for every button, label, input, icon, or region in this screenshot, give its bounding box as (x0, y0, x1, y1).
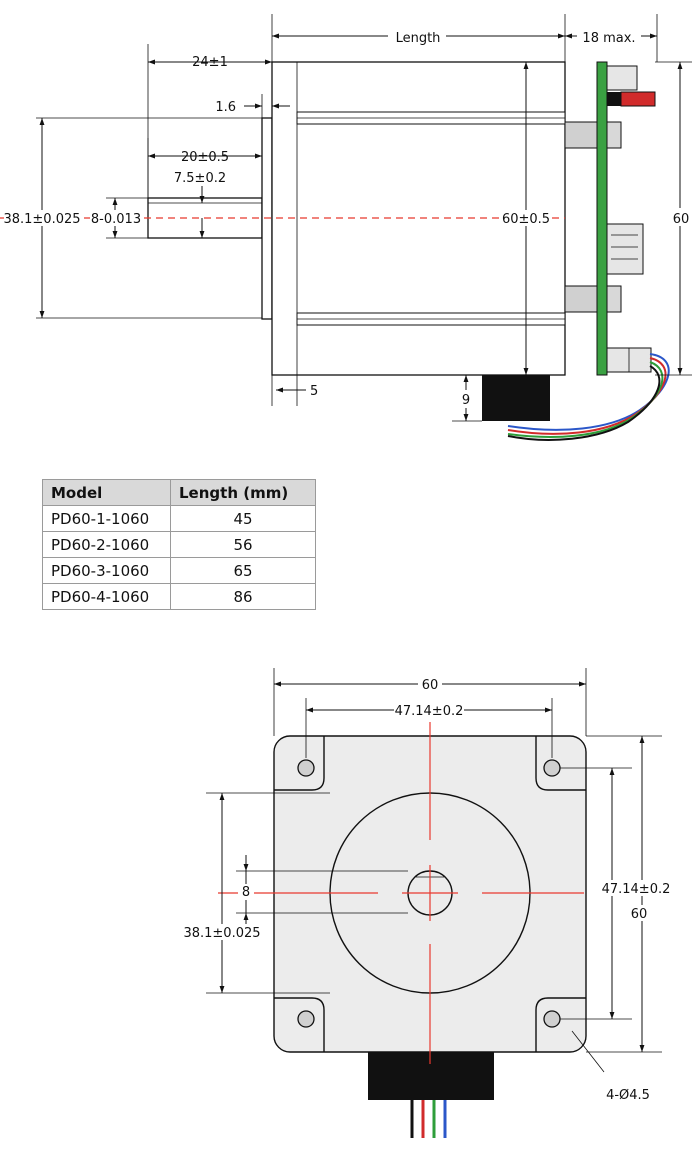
shaft-diameter-label: 8-0.013 (91, 212, 141, 227)
header-length: Length (mm) (170, 479, 316, 506)
hole-leader (571, 1030, 605, 1073)
holes-label: 4-Ø4.5 (606, 1088, 650, 1103)
mount-hole-tr (543, 759, 561, 777)
usb-connector (606, 223, 644, 275)
table-row: PD60-4-1060 86 (42, 583, 316, 610)
model-cell: PD60-4-1060 (42, 583, 171, 610)
hole-spacing-v-label: 47.14±0.2 (602, 882, 671, 897)
front-view: 60 47.14±0.2 47.14±0.2 60 8 38.1±0.025 4… (183, 668, 670, 1138)
max-label: 18 max. (582, 31, 635, 46)
front-height-label: 60 (631, 907, 648, 922)
front-width-label: 60 (422, 678, 439, 693)
model-cell: PD60-2-1060 (42, 531, 171, 558)
length-label: Length (396, 31, 441, 46)
shaft-flat-label: 8 (242, 885, 250, 900)
model-cell: PD60-1-1060 (42, 505, 171, 532)
mount-hole-bl (297, 1010, 315, 1028)
model-length-table: Model Length (mm) PD60-1-1060 45 PD60-2-… (42, 479, 316, 610)
shaft-flat-length-label: 20±0.5 (181, 150, 229, 165)
model-cell: PD60-3-1060 (42, 557, 171, 584)
mount-hole-br (543, 1010, 561, 1028)
connector-top (606, 65, 638, 91)
shaft-length-label: 24±1 (192, 55, 228, 70)
flat-depth-label: 7.5±0.2 (174, 171, 226, 186)
mount-hole-tl (297, 759, 315, 777)
endcap-length-label: 5 (310, 384, 318, 399)
pcb-board (596, 61, 608, 376)
length-cell: 45 (170, 505, 316, 532)
length-cell: 65 (170, 557, 316, 584)
length-cell: 86 (170, 583, 316, 610)
header-model: Model (42, 479, 171, 506)
table-row: PD60-3-1060 65 (42, 557, 316, 584)
flange-thickness-label: 1.6 (215, 100, 236, 115)
overall-height-label: 60 (673, 212, 690, 227)
pilot-diameter-label: 38.1±0.025 (3, 212, 80, 227)
table-row: PD60-2-1060 56 (42, 531, 316, 558)
standoff-top (564, 121, 600, 149)
connector-block (482, 375, 550, 421)
table-header-row: Model Length (mm) (42, 479, 316, 506)
front-pilot-diameter-label: 38.1±0.025 (183, 926, 260, 941)
standoff-bottom (564, 285, 600, 313)
connector-height-label: 9 (462, 393, 470, 408)
table-row: PD60-1-1060 45 (42, 505, 316, 532)
hole-spacing-h-label: 47.14±0.2 (395, 704, 464, 719)
length-cell: 56 (170, 531, 316, 558)
body-height-label: 60±0.5 (502, 212, 550, 227)
red-component (620, 91, 656, 107)
front-cables (410, 1100, 447, 1138)
front-connector-block (368, 1052, 494, 1100)
side-view: Length 18 max. 24±1 1.6 20±0.5 7.5±0.2 3… (0, 14, 692, 441)
